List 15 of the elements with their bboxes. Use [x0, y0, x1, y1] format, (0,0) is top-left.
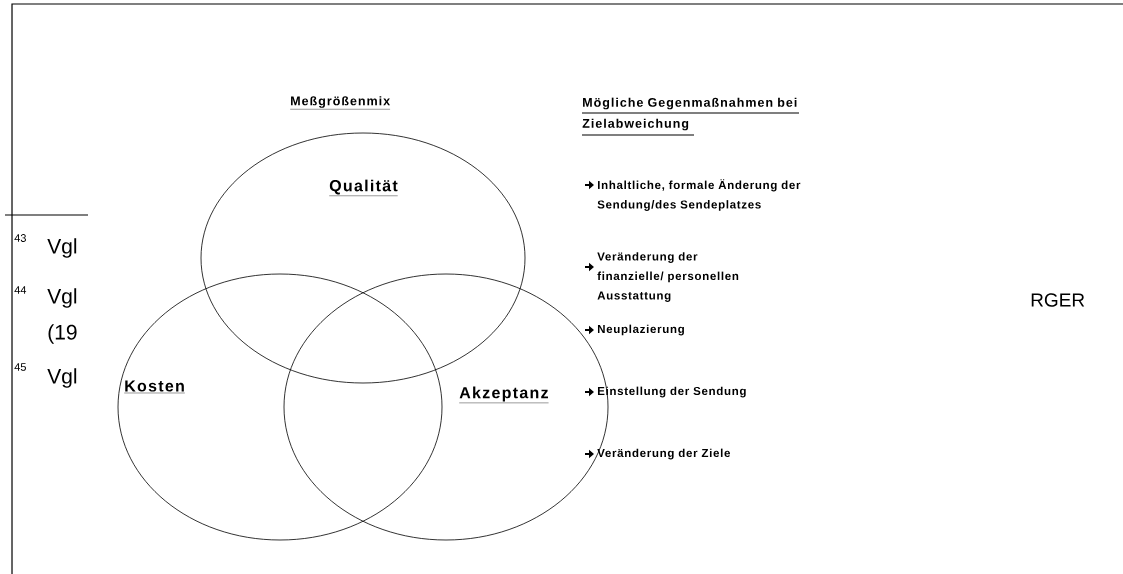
footnote-text: Vgl — [47, 368, 77, 388]
footnote-text: (19 — [48, 324, 77, 344]
footnote-text: RGER — [1031, 293, 1085, 307]
heading: Mögliche Gegenmaßnahmen bei Zielabweichung — [582, 97, 797, 131]
footnote-text: Vgl — [47, 288, 77, 308]
footnote-text: 45 — [14, 363, 26, 371]
footnote-text: 43 — [14, 234, 26, 242]
footnote-text: 44 — [14, 286, 27, 294]
heading: Meßgrößenmix — [290, 96, 391, 110]
list-item: Veränderung der finanzielle/ personellen Ausstattung — [597, 252, 739, 302]
list-item: Inhaltliche, formale Änderung der Sendung/des Sendeplatzes — [597, 179, 801, 211]
list-item: Einstellung der Sendung — [598, 386, 746, 398]
list-item: Neuplazierung — [598, 324, 684, 336]
footnote-text: Vgl — [47, 238, 77, 258]
list-item: Veränderung der Ziele — [597, 448, 731, 460]
